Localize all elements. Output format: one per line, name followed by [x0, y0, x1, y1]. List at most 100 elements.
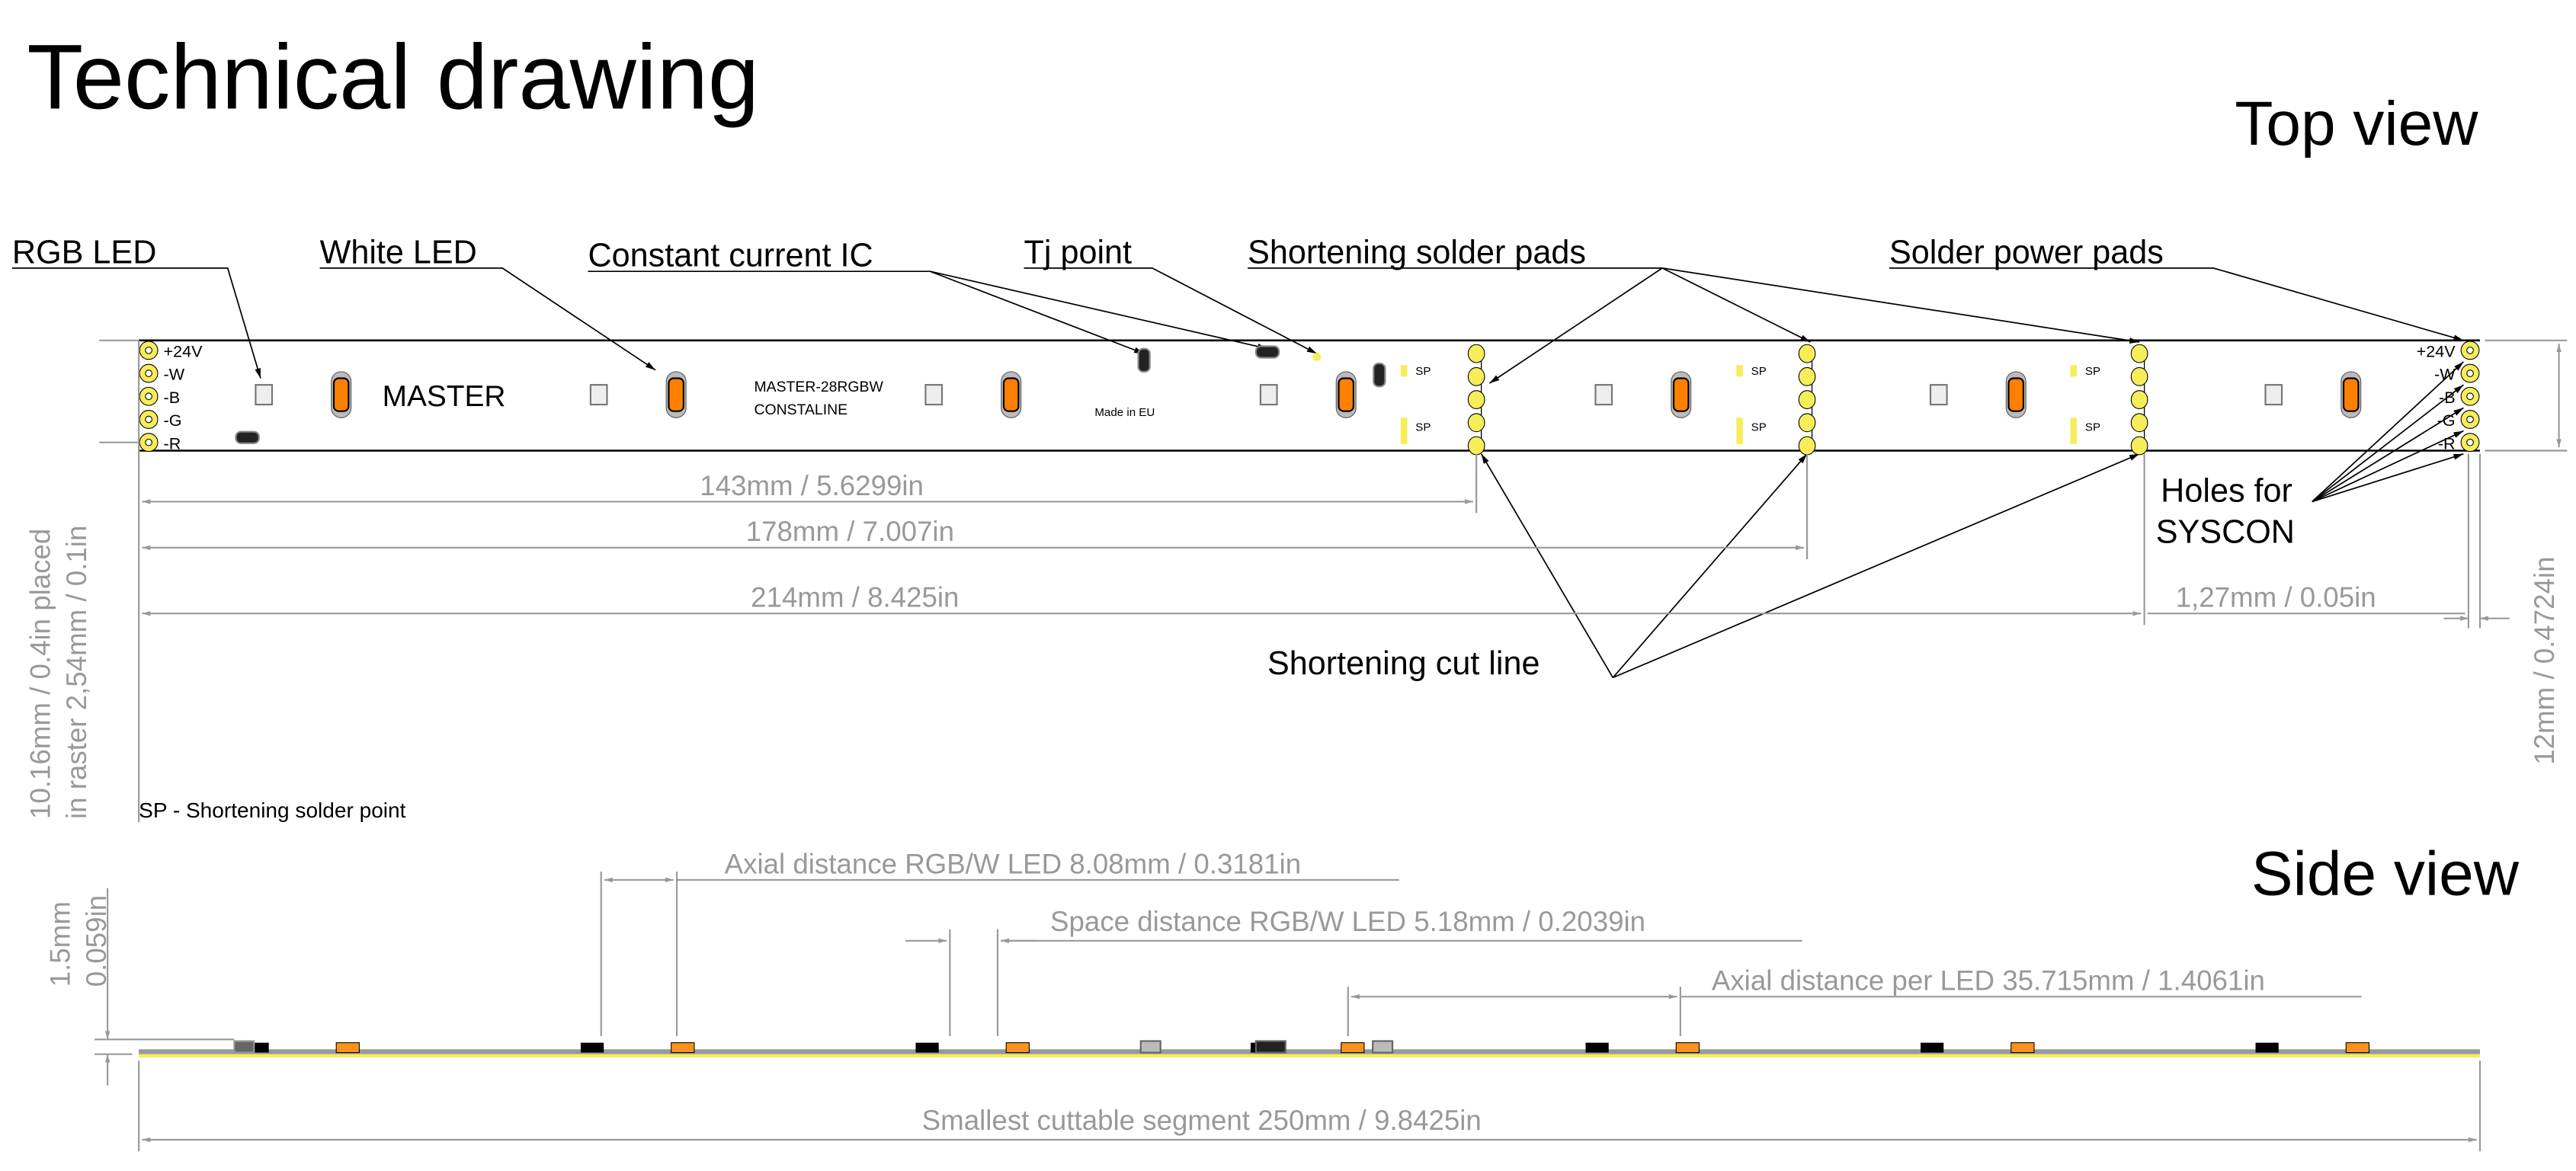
shortening-solder-pad — [1467, 390, 1485, 409]
dim-178mm: 178mm / 7.007in — [746, 516, 954, 547]
pad-hole-icon — [2466, 415, 2474, 424]
ic-side — [1139, 1040, 1161, 1054]
rgb-led-side — [1921, 1042, 1944, 1053]
callout-holes-for: Holes for — [2161, 472, 2292, 509]
white-led-side — [1341, 1042, 1365, 1054]
shortening-solder-pad — [1467, 436, 1485, 456]
sp-label: SP — [1415, 421, 1431, 434]
dim-height-mm: 1.5mm — [44, 901, 75, 987]
strip-master-label: MASTER — [383, 380, 506, 413]
rgb-led-icon — [1594, 384, 1613, 406]
pad-hole-icon — [145, 392, 152, 401]
callout-syscon: SYSCON — [2156, 514, 2295, 550]
rgb-led-icon — [1259, 384, 1278, 406]
dim-raster-2: in raster 2,54mm / 0.1in — [61, 526, 92, 819]
white-led-side — [1005, 1042, 1030, 1054]
shortening-solder-pad — [1798, 390, 1816, 409]
pad-label-right: -G — [2437, 411, 2456, 430]
strip-brand-label: CONSTALINE — [754, 402, 847, 418]
white-led-emitter — [668, 377, 684, 412]
ic-icon — [1137, 347, 1151, 373]
shortening-solder-pad — [2130, 390, 2148, 409]
dim-1-27mm: 1,27mm / 0.05in — [2176, 582, 2376, 613]
pad-label-right: +24V — [2417, 341, 2456, 360]
rgb-led-icon — [255, 384, 274, 406]
shortening-solder-pad — [2130, 436, 2148, 456]
dim-axial-rgbw: Axial distance RGB/W LED 8.08mm / 0.3181… — [725, 848, 1302, 879]
dim-143mm: 143mm / 5.6299in — [700, 470, 924, 501]
pad-hole-icon — [145, 346, 152, 354]
white-led-side — [2345, 1042, 2370, 1054]
strip-model-label: MASTER-28RGBW — [754, 379, 883, 395]
shortening-solder-pad — [1467, 344, 1485, 363]
led-strip-side-view: 1.5mm 0.059in Axial distance RGB/W LED 8… — [44, 848, 2481, 1152]
shortening-solder-pad — [2130, 366, 2148, 386]
sp-label: SP — [1415, 365, 1431, 378]
dim-space-rgbw: Space distance RGB/W LED 5.18mm / 0.2039… — [1050, 906, 1645, 937]
tj-point-marker — [1312, 353, 1322, 361]
rgb-led-icon — [589, 384, 608, 406]
legend-note: SP - Shortening solder point — [139, 798, 405, 822]
sp-label: SP — [2085, 365, 2100, 378]
rgb-led-icon — [1929, 384, 1948, 406]
white-led-side — [1675, 1042, 1700, 1054]
sp-marker — [1400, 365, 1408, 377]
pad-label-right: -W — [2434, 365, 2456, 384]
callout-white-led: White LED — [320, 234, 477, 270]
shortening-solder-pad — [1798, 344, 1816, 363]
pad-label-left: -B — [164, 388, 181, 407]
white-led-emitter — [2342, 377, 2360, 412]
pad-label-right: -R — [2438, 434, 2456, 453]
shortening-solder-pad — [1467, 366, 1485, 386]
sp-marker — [1736, 365, 1743, 377]
sp-marker — [2070, 365, 2078, 377]
rgb-led-icon — [924, 384, 944, 406]
callout-shortening-solder-pads: Shortening solder pads — [1248, 234, 1586, 270]
shortening-solder-pad — [2130, 344, 2148, 363]
sp-marker — [1400, 418, 1408, 444]
side-view-label: Side view — [2251, 839, 2520, 908]
dim-axial-per-led: Axial distance per LED 35.715mm / 1.4061… — [1712, 965, 2265, 997]
pad-hole-icon — [145, 415, 152, 424]
resistor-side — [233, 1040, 255, 1054]
shortening-solder-pad — [1798, 413, 1816, 433]
resistor-side — [1372, 1040, 1394, 1054]
dim-height-in: 0.059in — [81, 895, 112, 987]
white-led-emitter — [1338, 377, 1354, 412]
pad-label-left: -R — [164, 434, 181, 453]
dim-12mm: 12mm / 0.4724in — [2529, 557, 2560, 765]
shortening-solder-pad — [1467, 413, 1485, 433]
callout-rgb-led: RGB LED — [12, 234, 156, 270]
pad-hole-icon — [2466, 392, 2474, 401]
dim-smallest-segment: Smallest cuttable segment 250mm / 9.8425… — [922, 1105, 1482, 1136]
rgb-led-side — [580, 1042, 604, 1053]
pad-hole-icon — [2466, 438, 2474, 446]
ic-icon — [1373, 362, 1386, 388]
pad-hole-icon — [145, 438, 152, 446]
white-led-side — [671, 1042, 695, 1054]
callout-shortening-cut-line: Shortening cut line — [1267, 645, 1540, 682]
dim-raster-1: 10.16mm / 0.4in placed — [25, 529, 56, 819]
callout-constant-current-ic: Constant current IC — [588, 238, 873, 274]
white-led-emitter — [332, 377, 350, 412]
sp-label: SP — [1751, 421, 1767, 434]
pad-hole-icon — [145, 370, 152, 377]
rgb-led-icon — [2264, 384, 2283, 406]
white-led-emitter — [1002, 377, 1020, 412]
page-title: Technical drawing — [27, 25, 759, 128]
sp-label: SP — [2085, 421, 2100, 434]
callout-solder-power-pads: Solder power pads — [1889, 234, 2164, 270]
pad-label-left: -G — [164, 411, 182, 430]
pad-label-left: +24V — [164, 341, 203, 360]
sp-marker — [2070, 418, 2078, 444]
pad-label-left: -W — [164, 365, 185, 384]
callout-tj-point: Tj point — [1024, 234, 1133, 270]
rgb-led-side — [1585, 1042, 1609, 1053]
sp-label: SP — [1751, 365, 1767, 378]
pad-label-right: -B — [2439, 388, 2456, 407]
resistor-icon — [235, 430, 260, 444]
resistor-side — [1254, 1040, 1286, 1054]
shortening-solder-pad — [2130, 413, 2148, 433]
white-led-emitter — [2007, 377, 2025, 412]
